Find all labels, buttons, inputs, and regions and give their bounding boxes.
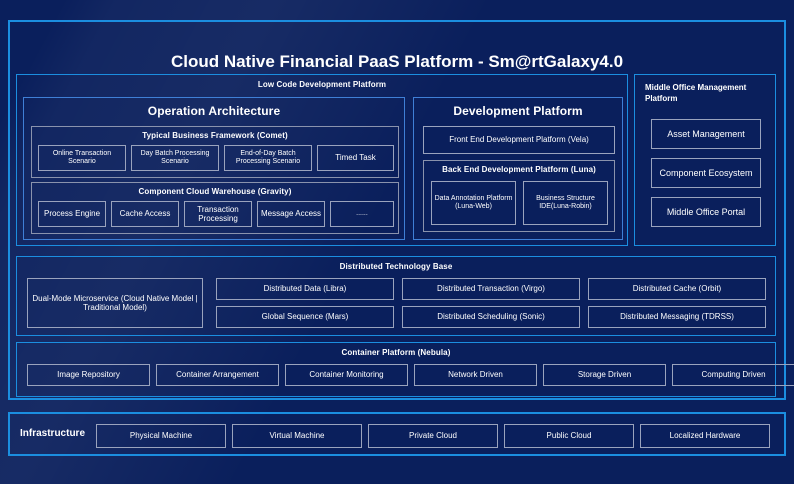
page-title: Cloud Native Financial PaaS Platform - S… [170, 52, 624, 71]
dtb-chip-dual-mode-microservice[interactable]: Dual-Mode Microservice (Cloud Native Mod… [27, 278, 203, 328]
container-chip-network-driven[interactable]: Network Driven [414, 364, 537, 386]
container-chip-image-repository[interactable]: Image Repository [27, 364, 150, 386]
development-platform-panel: Development Platform Front End Developme… [413, 97, 623, 240]
dtb-chip-distributed-cache[interactable]: Distributed Cache (Orbit) [588, 278, 766, 300]
infrastructure-chip-localized-hardware[interactable]: Localized Hardware [640, 424, 770, 448]
scenario-chip-timed-task[interactable]: Timed Task [317, 145, 394, 171]
container-platform-title: Container Platform (Nebula) [341, 348, 451, 357]
container-chip-storage-driven[interactable]: Storage Driven [543, 364, 666, 386]
infrastructure-chip-virtual-machine[interactable]: Virtual Machine [232, 424, 362, 448]
scenario-chip-day-batch[interactable]: Day Batch Processing Scenario [131, 145, 219, 171]
infrastructure-label: Infrastructure [20, 428, 86, 439]
dtb-chip-distributed-transaction[interactable]: Distributed Transaction (Virgo) [402, 278, 580, 300]
scenario-chip-end-of-day-batch[interactable]: End-of-Day Batch Processing Scenario [224, 145, 312, 171]
infrastructure-chip-private-cloud[interactable]: Private Cloud [368, 424, 498, 448]
low-code-development-platform-panel: Low Code Development Platform Operation … [16, 74, 628, 246]
platform-outer-frame: Cloud Native Financial PaaS Platform - S… [8, 20, 794, 400]
middle-office-title: Middle Office Management Platform [645, 83, 747, 103]
operation-architecture-panel: Operation Architecture Typical Business … [23, 97, 405, 240]
typical-business-framework-title: Typical Business Framework (Comet) [142, 131, 288, 140]
middle-office-chip-asset-management[interactable]: Asset Management [651, 119, 761, 149]
middle-office-chip-middle-office-portal[interactable]: Middle Office Portal [651, 197, 761, 227]
operation-architecture-title: Operation Architecture [147, 104, 281, 118]
middle-office-chip-component-ecosystem[interactable]: Component Ecosystem [651, 158, 761, 188]
dtb-chip-distributed-scheduling[interactable]: Distributed Scheduling (Sonic) [402, 306, 580, 328]
component-chip-message-access[interactable]: Message Access [257, 201, 325, 227]
infrastructure-chip-public-cloud[interactable]: Public Cloud [504, 424, 634, 448]
infrastructure-outer-frame: Infrastructure Physical Machine Virtual … [8, 412, 786, 456]
distributed-technology-base-panel: Distributed Technology Base Dual-Mode Mi… [16, 256, 776, 336]
container-platform-panel: Container Platform (Nebula) Image Reposi… [16, 342, 794, 397]
back-end-development-platform-panel: Back End Development Platform (Luna) Dat… [423, 160, 615, 232]
dtb-chip-distributed-data[interactable]: Distributed Data (Libra) [216, 278, 394, 300]
dtb-chip-distributed-messaging[interactable]: Distributed Messaging (TDRSS) [588, 306, 766, 328]
typical-business-framework-panel: Typical Business Framework (Comet) Onlin… [31, 126, 399, 178]
component-cloud-warehouse-panel: Component Cloud Warehouse (Gravity) Proc… [31, 182, 399, 234]
container-chip-container-monitoring[interactable]: Container Monitoring [285, 364, 408, 386]
component-cloud-warehouse-title: Component Cloud Warehouse (Gravity) [138, 187, 292, 196]
container-chip-computing-driven[interactable]: Computing Driven [672, 364, 794, 386]
back-end-chip-data-annotation-platform[interactable]: Data Annotation Platform (Luna-Web) [431, 181, 516, 225]
middle-office-management-platform-panel: Middle Office Management Platform Asset … [634, 74, 776, 246]
back-end-chip-business-structure-ide[interactable]: Business Structure IDE(Luna-Robin) [523, 181, 608, 225]
component-chip-process-engine[interactable]: Process Engine [38, 201, 106, 227]
scenario-chip-online-transaction[interactable]: Online Transaction Scenario [38, 145, 126, 171]
infrastructure-chip-physical-machine[interactable]: Physical Machine [96, 424, 226, 448]
front-end-development-platform-chip[interactable]: Front End Development Platform (Vela) [423, 126, 615, 154]
component-chip-cache-access[interactable]: Cache Access [111, 201, 179, 227]
distributed-technology-base-title: Distributed Technology Base [339, 262, 453, 271]
container-chip-container-arrangement[interactable]: Container Arrangement [156, 364, 279, 386]
dtb-chip-global-sequence[interactable]: Global Sequence (Mars) [216, 306, 394, 328]
component-chip-transaction-processing[interactable]: Transaction Processing [184, 201, 252, 227]
development-platform-title: Development Platform [453, 104, 583, 118]
low-code-platform-title: Low Code Development Platform [257, 80, 387, 89]
component-chip-more[interactable]: ...... [330, 201, 394, 227]
back-end-development-platform-title: Back End Development Platform (Luna) [442, 165, 596, 174]
